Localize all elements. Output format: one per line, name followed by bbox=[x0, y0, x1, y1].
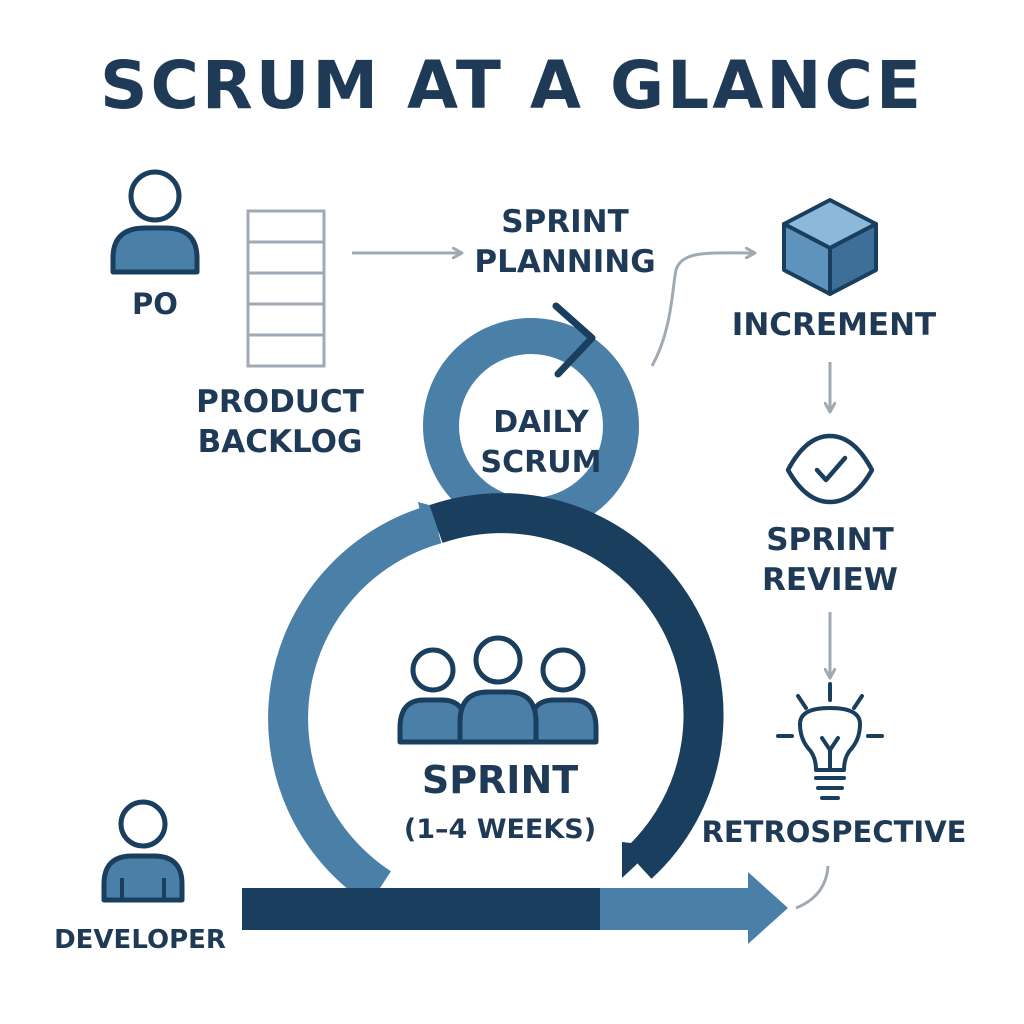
po-label: PO bbox=[132, 287, 178, 321]
retrospective-label: RETROSPECTIVE bbox=[702, 815, 967, 849]
sprint-loop-dark-arrowhead bbox=[622, 842, 656, 878]
team-icon bbox=[397, 635, 599, 745]
daily-scrum-chevron-icon bbox=[552, 302, 596, 378]
product-backlog-label-2: BACKLOG bbox=[198, 424, 363, 460]
page-title: SCRUM AT A GLANCE bbox=[100, 47, 924, 124]
daily-scrum-label-2: SCRUM bbox=[481, 445, 602, 480]
lightbulb-icon bbox=[776, 682, 884, 800]
sprint-planning-label-1: SPRINT bbox=[501, 204, 629, 240]
developer-person-icon bbox=[101, 799, 185, 903]
sprint-review-label-2: REVIEW bbox=[762, 562, 898, 598]
daily-scrum-label-1: DAILY bbox=[493, 405, 590, 440]
po-person-icon bbox=[110, 169, 200, 275]
increment-label: INCREMENT bbox=[732, 307, 936, 343]
backlog-list-icon bbox=[246, 209, 326, 368]
planning-to-increment-arrow bbox=[650, 253, 755, 367]
sprint-flow-arrow-head bbox=[600, 872, 788, 944]
developer-label: DEVELOPER bbox=[54, 925, 226, 955]
sprint-duration-label: (1–4 WEEKS) bbox=[404, 814, 596, 845]
review-check-icon bbox=[785, 433, 875, 505]
sprint-review-label-1: SPRINT bbox=[766, 522, 894, 558]
sprint-planning-label-2: PLANNING bbox=[474, 244, 655, 280]
product-backlog-label-1: PRODUCT bbox=[196, 384, 364, 420]
cube-icon bbox=[782, 198, 878, 296]
sprint-loop-light bbox=[268, 504, 442, 905]
retro-connector-line bbox=[795, 865, 830, 910]
sprint-flow-arrow-tail bbox=[242, 888, 600, 930]
sprint-loop-dark bbox=[429, 493, 724, 879]
sprint-label: SPRINT bbox=[422, 758, 578, 802]
